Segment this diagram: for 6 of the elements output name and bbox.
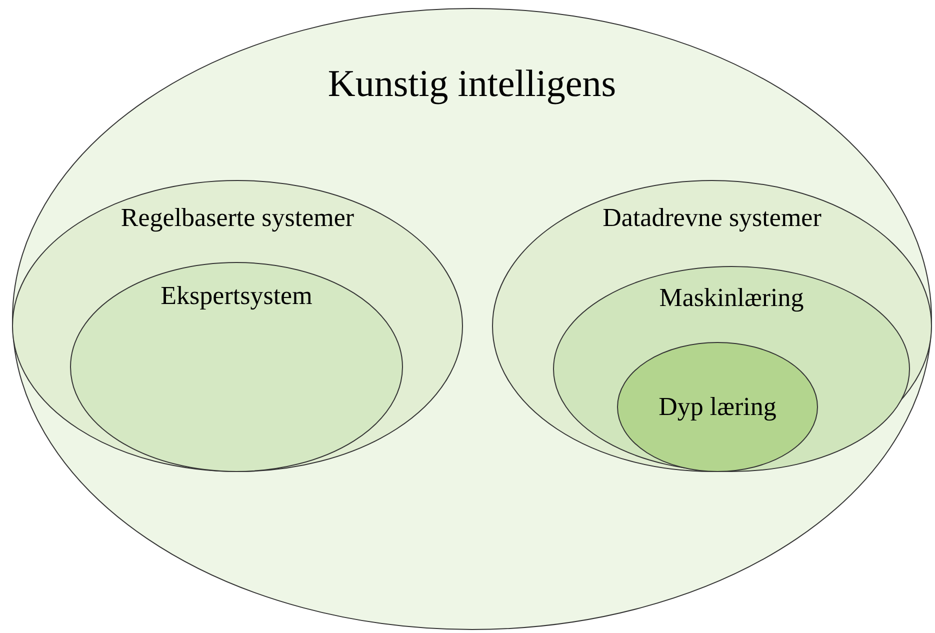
set-label: Regelbaserte systemer — [120, 202, 354, 234]
set-label: Ekspertsystem — [160, 280, 312, 312]
set-label: Maskinlæring — [659, 282, 804, 314]
set-label: Datadrevne systemer — [602, 202, 822, 234]
set-label: Kunstig intelligens — [328, 62, 616, 107]
set-label: Dyp læring — [658, 391, 776, 422]
